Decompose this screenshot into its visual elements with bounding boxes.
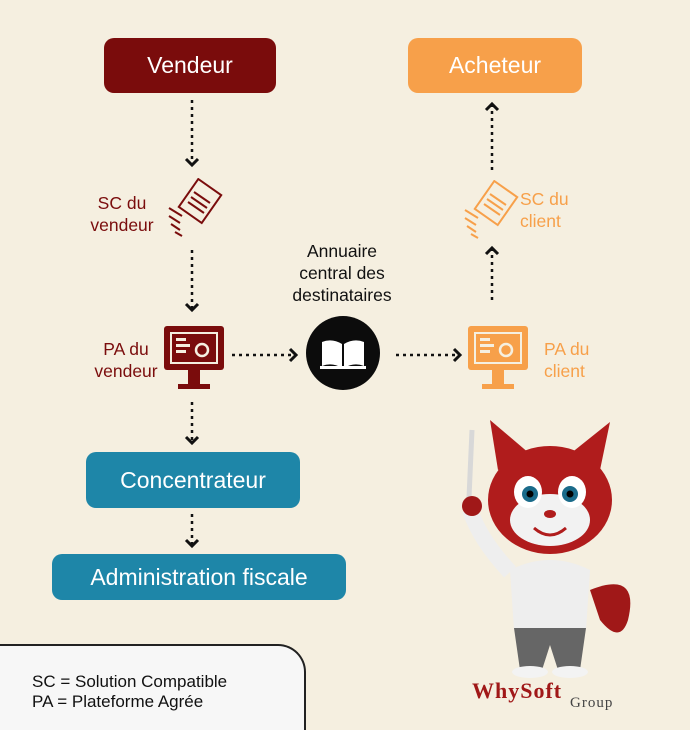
- sc-client-label: SC du client: [520, 188, 610, 232]
- sc-client-label-line1: SC du: [520, 189, 569, 209]
- mascot-cat-illustration: [462, 420, 631, 678]
- vendeur-box: Vendeur: [104, 38, 276, 93]
- legend-box: SC = Solution Compatible PA = Plateforme…: [0, 644, 306, 730]
- annuaire-label-line3: destinataires: [292, 285, 392, 305]
- pa-client-label-line2: client: [544, 361, 585, 381]
- pa-client-label-line1: PA du: [544, 339, 590, 359]
- pa-vendeur-label: PA du vendeur: [76, 338, 176, 382]
- pa-client-label: PA du client: [544, 338, 634, 382]
- pa-vendeur-label-line2: vendeur: [94, 361, 158, 381]
- annuaire-circle: [306, 316, 380, 390]
- document-send-icon: [168, 178, 223, 237]
- legend-pa: PA = Plateforme Agrée: [32, 692, 204, 711]
- book-icon: [320, 340, 366, 369]
- concentrateur-box: Concentrateur: [86, 452, 300, 508]
- sc-client-label-line2: client: [520, 211, 561, 231]
- sc-vendeur-label: SC du vendeur: [72, 192, 172, 236]
- annuaire-label: Annuaire central des destinataires: [262, 240, 422, 306]
- administration-fiscale-box: Administration fiscale: [52, 554, 346, 600]
- acheteur-box: Acheteur: [408, 38, 582, 93]
- annuaire-label-line2: central des: [299, 263, 385, 283]
- sc-vendeur-label-line1: SC du: [97, 193, 147, 213]
- annuaire-label-line1: Annuaire: [306, 241, 378, 261]
- whysoft-logo-group: Group: [570, 695, 614, 711]
- pa-vendeur-label-line1: PA du: [103, 339, 149, 359]
- whysoft-logo: WhySoft: [472, 678, 563, 703]
- legend-sc: SC = Solution Compatible: [32, 672, 228, 691]
- document-send-icon: [464, 180, 519, 239]
- sc-vendeur-label-line2: vendeur: [90, 215, 154, 235]
- monitor-settings-icon: [164, 326, 224, 389]
- monitor-settings-icon: [468, 326, 528, 389]
